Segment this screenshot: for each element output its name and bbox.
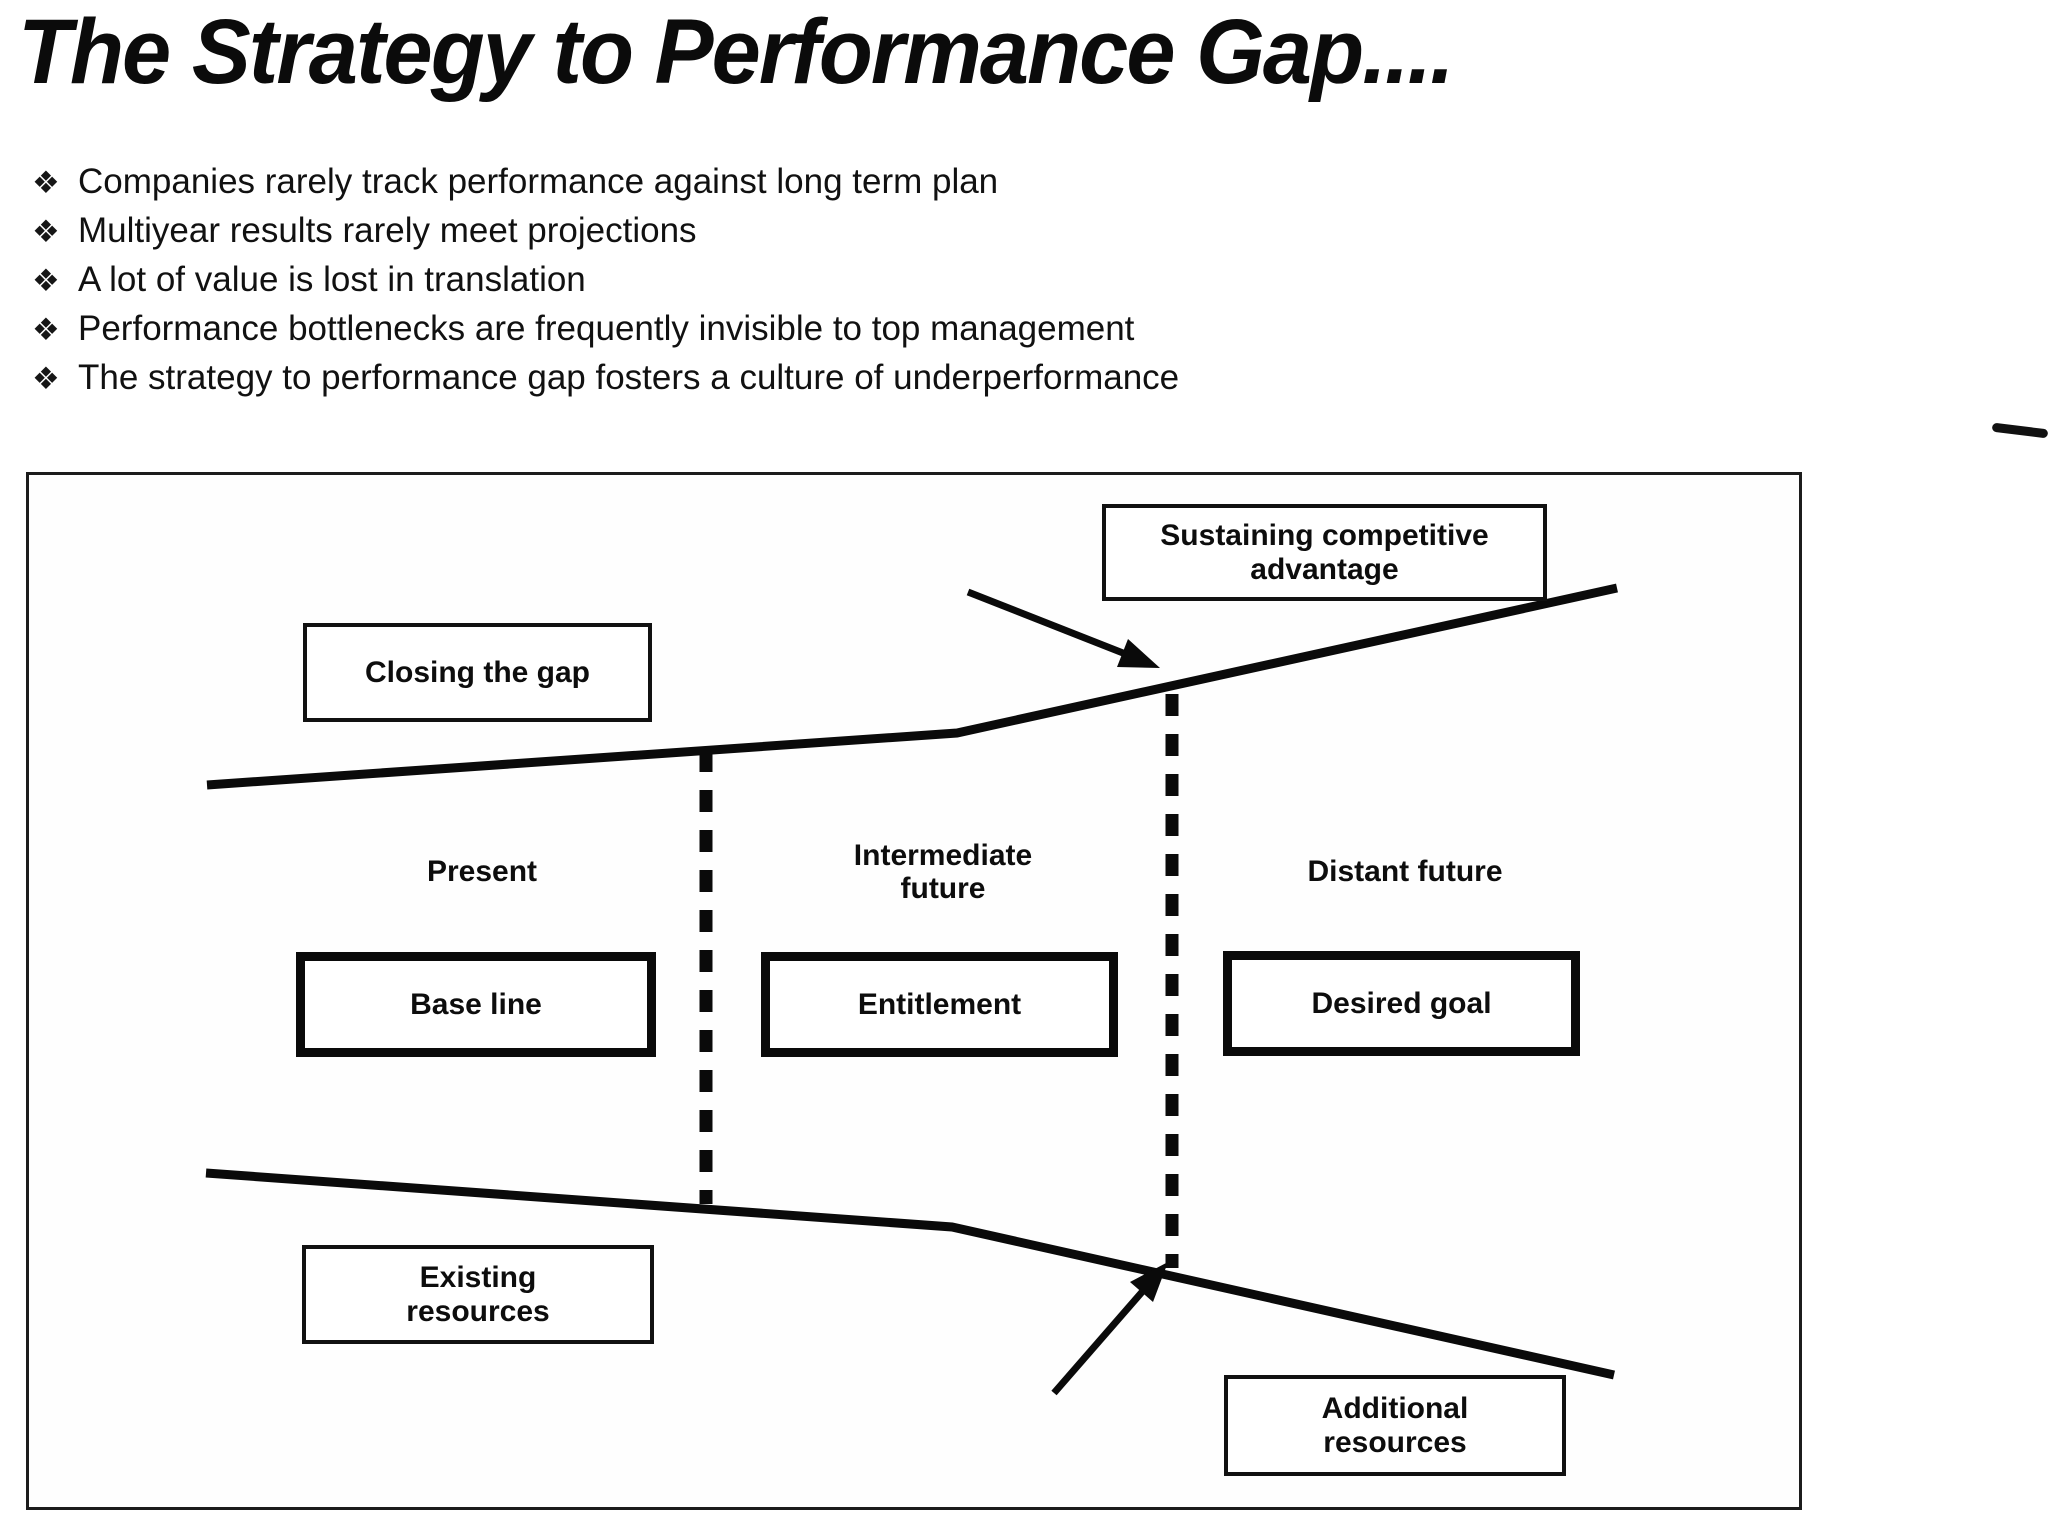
bullet-item: ❖ Companies rarely track performance agai… <box>32 158 1179 207</box>
bullet-item: ❖ Performance bottlenecks are frequently … <box>32 305 1179 354</box>
bullet-item: ❖ A lot of value is lost in translation <box>32 256 1179 305</box>
arrow-line <box>1051 1289 1145 1396</box>
page-title: The Strategy to Performance Gap.... <box>18 1 1455 103</box>
sustaining-advantage-line1: Sustaining competitive <box>1160 518 1489 552</box>
resources-projection-line <box>205 1168 1615 1380</box>
intermediate-future-line2: future <box>900 872 986 905</box>
arrow-line <box>966 588 1125 657</box>
closing-gap-label: Closing the gap <box>365 655 590 689</box>
bullet-item: ❖ The strategy to performance gap fosters… <box>32 354 1179 403</box>
intermediate-future-label: Intermediate future <box>793 839 1093 905</box>
additional-resources-line2: resources <box>1323 1425 1467 1459</box>
bullet-item: ❖ Multiyear results rarely meet projectio… <box>32 207 1179 256</box>
additional-resources-box: Additional resources <box>1224 1375 1566 1476</box>
closing-gap-box: Closing the gap <box>303 623 652 722</box>
scan-artifact-mark <box>1991 422 2048 439</box>
entitlement-label: Entitlement <box>857 987 1022 1021</box>
bullet-text: Companies rarely track performance again… <box>78 162 999 201</box>
sustaining-arrow <box>966 588 1160 668</box>
baseline-label: Base line <box>410 987 542 1021</box>
present-label: Present <box>426 855 538 888</box>
bullet-list: ❖ Companies rarely track performance agai… <box>32 158 1179 403</box>
diagram-lines <box>205 583 1618 1396</box>
intermediate-future-line1: Intermediate <box>853 839 1033 872</box>
diamond-bullet-icon: ❖ <box>32 165 60 200</box>
diamond-bullet-icon: ❖ <box>32 361 60 396</box>
existing-resources-box: Existing resources <box>302 1245 654 1344</box>
existing-resources-line1: Existing <box>419 1260 537 1294</box>
sustaining-advantage-box: Sustaining competitive advantage <box>1102 504 1547 601</box>
desired-goal-label: Desired goal <box>1311 986 1492 1020</box>
performance-projection-line <box>206 583 1618 790</box>
bullet-text: Performance bottlenecks are frequently i… <box>78 309 1135 348</box>
diamond-bullet-icon: ❖ <box>32 312 60 347</box>
diamond-bullet-icon: ❖ <box>32 263 60 298</box>
existing-resources-line2: resources <box>406 1294 550 1328</box>
entitlement-box: Entitlement <box>761 952 1118 1057</box>
additional-resources-line1: Additional <box>1321 1391 1469 1425</box>
distant-future-label: Distant future <box>1307 855 1503 888</box>
diamond-bullet-icon: ❖ <box>32 214 60 249</box>
sustaining-advantage-line2: advantage <box>1250 552 1399 586</box>
arrowhead-icon <box>1130 1262 1168 1302</box>
additional-resources-arrow <box>1051 1262 1168 1396</box>
baseline-box: Base line <box>296 952 656 1057</box>
desired-goal-box: Desired goal <box>1223 951 1580 1056</box>
strategy-gap-diagram: Sustaining competitive advantage Closing… <box>26 472 1802 1510</box>
bullet-text: A lot of value is lost in translation <box>78 260 586 299</box>
arrowhead-icon <box>1117 639 1160 668</box>
bullet-text: The strategy to performance gap fosters … <box>78 358 1180 397</box>
bullet-text: Multiyear results rarely meet projection… <box>78 211 697 250</box>
